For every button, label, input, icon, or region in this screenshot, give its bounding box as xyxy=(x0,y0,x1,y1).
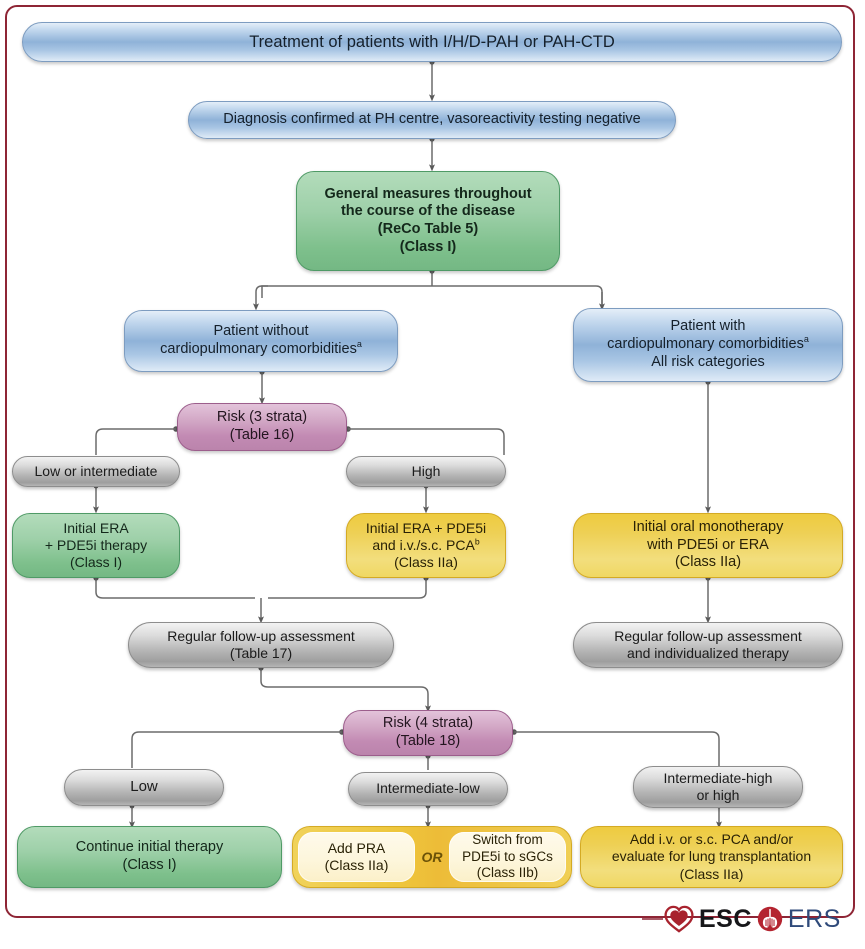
iepp-line2: and i.v./s.c. PCA xyxy=(372,536,475,553)
initial-era-pde5i-label: Initial ERA + PDE5i therapy (Class I) xyxy=(21,520,171,571)
iom-line1: Initial oral monotherapy xyxy=(632,518,784,535)
node-general-measures[interactable]: General measures throughout the course o… xyxy=(296,171,560,271)
initial-oral-mono-label: Initial oral monotherapy with PDE5i or E… xyxy=(582,519,834,572)
node-continue-initial-therapy[interactable]: Continue initial therapy (Class I) xyxy=(17,826,282,888)
add-pca-transplant-label: Add i.v. or s.c. PCA and/or evaluate for… xyxy=(589,831,834,882)
ihh-line1: Intermediate-high xyxy=(663,769,773,786)
gm-line1: General measures throughout xyxy=(324,185,532,202)
iepp-line1: Initial ERA + PDE5i xyxy=(365,519,487,536)
pw-line2: cardiopulmonary comorbidities xyxy=(160,341,357,357)
iepp-line3: (Class IIa) xyxy=(394,554,458,571)
risk4-line2: (Table 18) xyxy=(395,733,461,749)
risk4-label: Risk (4 strata) (Table 18) xyxy=(352,715,504,750)
esc-ers-logo: ESC ERS xyxy=(664,901,841,937)
node-intermediate-low[interactable]: Intermediate-low xyxy=(348,772,508,806)
node-diagnosis[interactable]: Diagnosis confirmed at PH centre, vasore… xyxy=(188,101,676,139)
risk4-line1: Risk (4 strata) xyxy=(382,715,474,732)
low-or-intermediate-label: Low or intermediate xyxy=(34,462,158,479)
pw-line1: Patient without xyxy=(213,323,309,340)
intermediate-high-label: Intermediate-high or high xyxy=(642,770,794,804)
continue-initial-label: Continue initial therapy (Class I) xyxy=(26,839,273,874)
cit-line1: Continue initial therapy xyxy=(75,839,224,856)
node-switch-to-sgcs[interactable]: Switch from PDE5i to sGCs (Class IIb) xyxy=(449,832,566,882)
ssgc-line2: PDE5i to sGCs xyxy=(462,848,553,864)
ssgc-line1: Switch from xyxy=(472,832,543,848)
node-or-compound-box: Add PRA (Class IIa) OR Switch from PDE5i… xyxy=(292,826,572,888)
gm-line4: (Class I) xyxy=(399,238,457,255)
diagnosis-label: Diagnosis confirmed at PH centre, vasore… xyxy=(223,111,641,128)
gm-line2: the course of the disease xyxy=(340,203,516,220)
fur-line1: Regular follow-up assessment xyxy=(614,627,802,644)
pwith-footnote-marker: a xyxy=(803,334,809,345)
apct-line2: evaluate for lung transplantation xyxy=(611,848,812,865)
node-risk-4-strata[interactable]: Risk (4 strata) (Table 18) xyxy=(343,710,513,756)
node-low[interactable]: Low xyxy=(64,769,224,806)
intermediate-low-label: Intermediate-low xyxy=(376,780,480,797)
node-add-pca-or-transplant[interactable]: Add i.v. or s.c. PCA and/or evaluate for… xyxy=(580,826,843,888)
node-initial-era-pde5i[interactable]: Initial ERA + PDE5i therapy (Class I) xyxy=(12,513,180,578)
apra-line1: Add PRA xyxy=(327,839,386,856)
node-followup-left[interactable]: Regular follow-up assessment (Table 17) xyxy=(128,622,394,668)
title-bar-label: Treatment of patients with I/H/D-PAH or … xyxy=(249,32,615,51)
high-label: High xyxy=(411,462,441,479)
node-add-pra[interactable]: Add PRA (Class IIa) xyxy=(298,832,415,882)
esc-heart-icon xyxy=(664,905,694,933)
node-patient-without-comorbidities[interactable]: Patient without cardiopulmonary comorbid… xyxy=(124,310,398,372)
risk3-line2: (Table 16) xyxy=(229,427,295,443)
node-risk-3-strata[interactable]: Risk (3 strata) (Table 16) xyxy=(177,403,347,451)
apct-line1: Add i.v. or s.c. PCA and/or xyxy=(629,831,794,848)
iep-line3: (Class I) xyxy=(69,554,123,571)
pwith-line2: cardiopulmonary comorbidities xyxy=(607,336,804,353)
low-label: Low xyxy=(130,778,158,796)
cit-line2: (Class I) xyxy=(122,857,177,873)
fur-line2: and individualized therapy xyxy=(627,645,789,661)
add-pra-label: Add PRA (Class IIa) xyxy=(325,840,389,874)
general-measures-label: General measures throughout the course o… xyxy=(305,186,551,257)
iep-line2: + PDE5i therapy xyxy=(44,536,148,553)
iep-line1: Initial ERA xyxy=(63,519,129,536)
switch-sgcs-label: Switch from PDE5i to sGCs (Class IIb) xyxy=(462,832,553,881)
iom-line2: with PDE5i or ERA xyxy=(647,536,769,553)
pwith-line1: Patient with xyxy=(670,318,746,335)
ers-wordmark: ERS xyxy=(787,904,841,933)
diagram-frame xyxy=(5,5,855,918)
iom-line3: (Class IIa) xyxy=(674,554,742,571)
apra-line2: (Class IIa) xyxy=(324,857,389,873)
node-title-bar[interactable]: Treatment of patients with I/H/D-PAH or … xyxy=(22,22,842,62)
node-initial-oral-monotherapy[interactable]: Initial oral monotherapy with PDE5i or E… xyxy=(573,513,843,578)
pw-footnote-marker: a xyxy=(356,339,362,350)
node-intermediate-high-or-high[interactable]: Intermediate-high or high xyxy=(633,766,803,808)
node-high[interactable]: High xyxy=(346,456,506,487)
ers-lung-icon xyxy=(757,906,783,932)
node-initial-era-pde5i-pca[interactable]: Initial ERA + PDE5i and i.v./s.c. PCAb (… xyxy=(346,513,506,578)
risk3-label: Risk (3 strata) (Table 16) xyxy=(186,409,338,444)
pwith-line3: All risk categories xyxy=(651,353,765,370)
ful-line2: (Table 17) xyxy=(229,645,293,661)
followup-left-label: Regular follow-up assessment (Table 17) xyxy=(137,628,385,662)
node-low-or-intermediate[interactable]: Low or intermediate xyxy=(12,456,180,487)
node-patient-with-comorbidities[interactable]: Patient with cardiopulmonary comorbiditi… xyxy=(573,308,843,382)
iepp-footnote-marker: b xyxy=(474,536,480,547)
ful-line1: Regular follow-up assessment xyxy=(167,627,355,644)
node-followup-right[interactable]: Regular follow-up assessment and individ… xyxy=(573,622,843,668)
ssgc-line3: (Class IIb) xyxy=(476,865,539,881)
initial-era-pde5i-pca-label: Initial ERA + PDE5i and i.v./s.c. PCAb (… xyxy=(355,520,497,571)
apct-line3: (Class IIa) xyxy=(679,865,744,882)
patient-with-label: Patient with cardiopulmonary comorbiditi… xyxy=(582,318,834,371)
or-separator-label: OR xyxy=(421,849,443,865)
gm-line3: (ReCo Table 5) xyxy=(377,221,479,237)
followup-right-label: Regular follow-up assessment and individ… xyxy=(582,628,834,662)
esc-wordmark: ESC xyxy=(699,904,752,933)
risk3-line1: Risk (3 strata) xyxy=(216,409,308,426)
patient-without-label: Patient without cardiopulmonary comorbid… xyxy=(133,323,389,358)
ihh-line2: or high xyxy=(696,787,740,803)
